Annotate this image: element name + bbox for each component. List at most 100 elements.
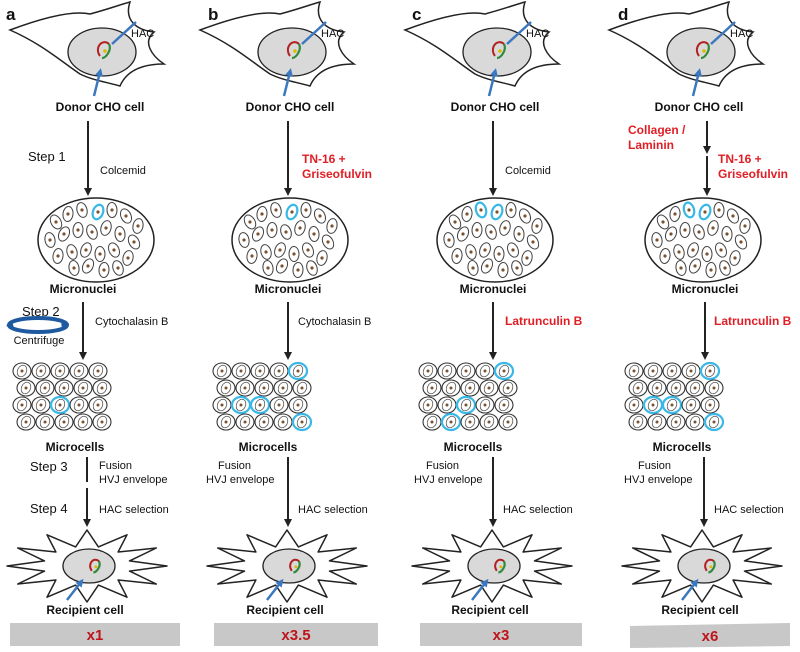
hac-label: HAC xyxy=(131,28,154,40)
treatment-2: Cytochalasin B xyxy=(298,316,371,328)
selection-label: HAC selection xyxy=(99,504,169,516)
recipient-cell xyxy=(6,529,168,603)
hac-chromosome-icon xyxy=(289,558,301,574)
recipient-cell-label: Recipient cell xyxy=(451,603,528,617)
panel-d: d HAC Donor CHO cell Collagen / Laminin … xyxy=(607,0,792,648)
hvj-label: HVJ envelope xyxy=(206,474,275,486)
donor-cell-label: Donor CHO cell xyxy=(56,100,145,114)
step-4-label: Step 4 xyxy=(30,501,68,516)
panel-letter: a xyxy=(6,5,16,24)
recipient-cell-label: Recipient cell xyxy=(661,603,738,617)
micronuclei-label: Micronuclei xyxy=(50,282,117,296)
fold-bar xyxy=(10,623,180,646)
fold-value: x1 xyxy=(87,627,104,644)
panel-a: a HAC Donor CHO cell Step 1 Colcemid Mic… xyxy=(6,0,180,646)
hac-chromosome-icon xyxy=(89,558,101,574)
treatment-1-line-2: Griseofulvin xyxy=(718,167,788,181)
panel-letter: b xyxy=(208,5,218,24)
donor-cell-label: Donor CHO cell xyxy=(451,100,540,114)
panel-b: b HAC Donor CHO cell TN-16 + Griseofulvi… xyxy=(198,0,378,646)
micronuclei-label: Micronuclei xyxy=(255,282,322,296)
fold-bar xyxy=(420,623,582,646)
hac-pointer-arrow xyxy=(266,578,284,601)
hvj-label: HVJ envelope xyxy=(414,474,483,486)
treatment-1: Colcemid xyxy=(505,165,551,177)
panel-c: c HAC Donor CHO cell Colcemid Micronucle… xyxy=(403,0,583,646)
hac-label: HAC xyxy=(321,28,344,40)
donor-cell-label: Donor CHO cell xyxy=(246,100,335,114)
fold-value: x6 xyxy=(702,628,719,645)
nucleus xyxy=(666,27,736,77)
micronuclei-cluster xyxy=(231,197,349,283)
selection-label: HAC selection xyxy=(298,504,368,516)
treatment-2: Latrunculin B xyxy=(505,314,583,328)
selection-label: HAC selection xyxy=(714,504,784,516)
donor-cell xyxy=(8,0,167,97)
hac-pointer-arrow xyxy=(111,21,137,45)
treatment-1-line-2: Griseofulvin xyxy=(302,167,372,181)
microcells-grid xyxy=(212,361,313,432)
fusion-label: Fusion xyxy=(638,460,671,472)
hac-chromosome-icon xyxy=(96,41,111,60)
panel-letter: d xyxy=(618,5,628,24)
hac-chromosome-icon xyxy=(491,41,506,60)
fold-bar xyxy=(214,623,378,646)
step-2-label: Step 2 xyxy=(22,304,60,319)
micronuclei-label: Micronuclei xyxy=(672,282,739,296)
microcells-label: Microcells xyxy=(239,440,298,454)
micronuclei-label: Micronuclei xyxy=(460,282,527,296)
hvj-label: HVJ envelope xyxy=(99,474,168,486)
step-3-label: Step 3 xyxy=(30,459,68,474)
recipient-cell-label: Recipient cell xyxy=(246,603,323,617)
nucleus xyxy=(462,27,532,77)
hac-pointer-arrow xyxy=(471,578,489,601)
recipient-cell xyxy=(621,529,783,603)
hac-pointer-arrow xyxy=(92,68,103,97)
fold-bar xyxy=(630,623,790,648)
panel-letter: c xyxy=(412,5,421,24)
fusion-label: Fusion xyxy=(426,460,459,472)
treatment-2: Latrunculin B xyxy=(714,314,792,328)
hac-pointer-arrow xyxy=(681,578,699,601)
fold-value: x3.5 xyxy=(281,627,310,644)
hvj-label: HVJ envelope xyxy=(624,474,693,486)
fusion-label: Fusion xyxy=(99,460,132,472)
microcells-label: Microcells xyxy=(653,440,712,454)
pretreatment-line-1: Collagen / xyxy=(628,123,686,137)
donor-cell-label: Donor CHO cell xyxy=(655,100,744,114)
nucleus xyxy=(67,27,137,77)
hac-label: HAC xyxy=(730,28,753,40)
micronuclei-cluster xyxy=(37,197,155,283)
hac-chromosome-icon xyxy=(704,558,716,574)
microcells-grid xyxy=(12,362,112,431)
hac-label: HAC xyxy=(526,28,549,40)
donor-cell xyxy=(198,0,357,97)
hac-pointer-arrow xyxy=(282,68,293,97)
microcells-grid xyxy=(418,361,518,432)
treatment-1: Colcemid xyxy=(100,165,146,177)
hac-chromosome-icon xyxy=(286,41,301,60)
treatment-2: Cytochalasin B xyxy=(95,316,168,328)
centrifuge-label: Centrifuge xyxy=(14,335,65,347)
donor-cell xyxy=(403,0,562,97)
microcells-label: Microcells xyxy=(444,440,503,454)
microcells-label: Microcells xyxy=(46,440,105,454)
hac-chromosome-icon xyxy=(695,41,710,60)
hac-pointer-arrow xyxy=(66,578,84,601)
recipient-cell xyxy=(206,529,368,603)
microcells-grid xyxy=(624,361,725,432)
micronuclei-cluster xyxy=(644,197,762,283)
centrifuge-icon xyxy=(6,316,69,334)
fusion-label: Fusion xyxy=(218,460,251,472)
hac-pointer-arrow xyxy=(506,21,532,45)
hac-chromosome-icon xyxy=(494,558,506,574)
step-1-label: Step 1 xyxy=(28,149,66,164)
treatment-1-line-1: TN-16 + xyxy=(302,152,346,166)
selection-label: HAC selection xyxy=(503,504,573,516)
recipient-cell xyxy=(411,529,573,603)
micronuclei-cluster xyxy=(436,197,554,283)
nucleus xyxy=(257,27,327,77)
donor-cell xyxy=(607,0,766,97)
recipient-cell-label: Recipient cell xyxy=(46,603,123,617)
